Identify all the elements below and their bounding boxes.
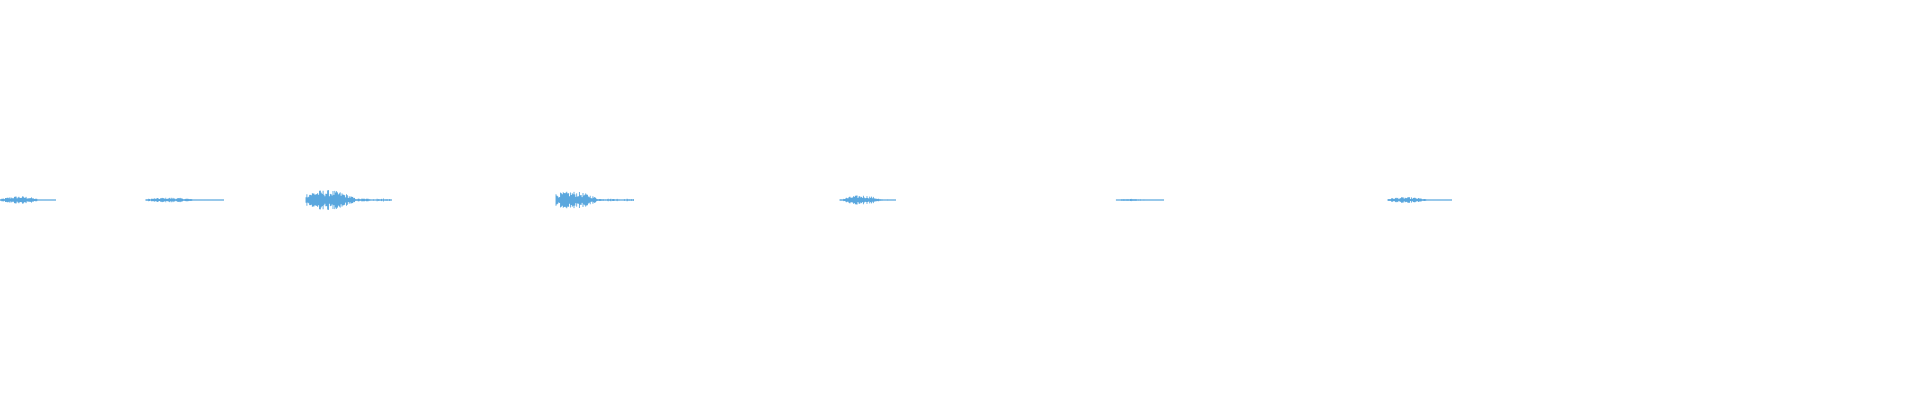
waveform-amplitude [145,197,224,203]
waveform-segment [145,197,224,203]
waveform-segment [839,195,896,205]
waveform-amplitude [555,191,634,209]
waveform-amplitude [0,196,55,204]
waveform-amplitude [839,195,895,205]
waveform-segment [1115,198,1165,202]
waveform-amplitude [1115,198,1165,202]
waveform-segment [1387,197,1452,203]
waveform-segment [0,196,56,204]
waveform-amplitude [305,190,391,210]
waveform-segment [555,191,634,209]
waveform-amplitude [1387,197,1448,203]
waveform-segment [305,190,392,210]
waveform-group [0,190,1452,210]
